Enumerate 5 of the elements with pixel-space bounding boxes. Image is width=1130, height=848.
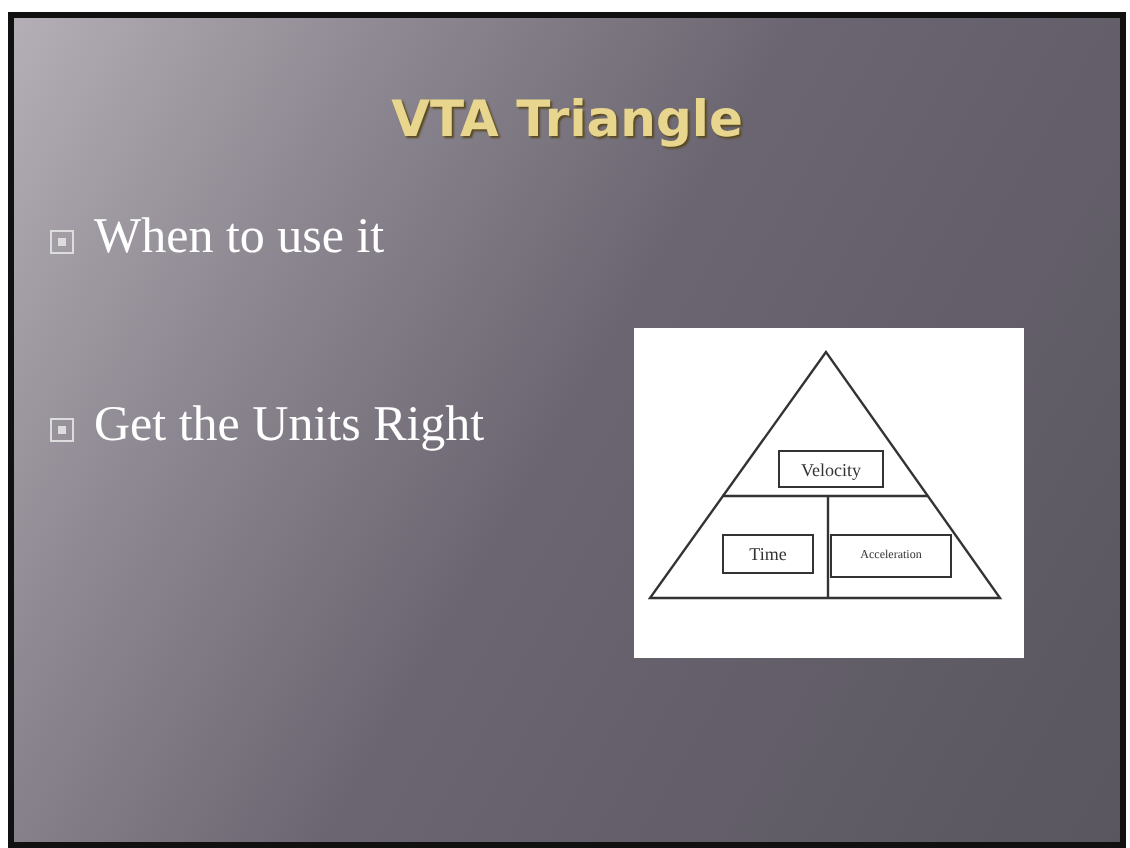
label-box: Time xyxy=(722,534,814,574)
label-box: Velocity xyxy=(778,450,884,488)
bullet-text: When to use it xyxy=(94,210,387,266)
bullet-text: Get the Units Right xyxy=(94,398,487,454)
slide-title: VTA Triangle xyxy=(389,90,745,148)
